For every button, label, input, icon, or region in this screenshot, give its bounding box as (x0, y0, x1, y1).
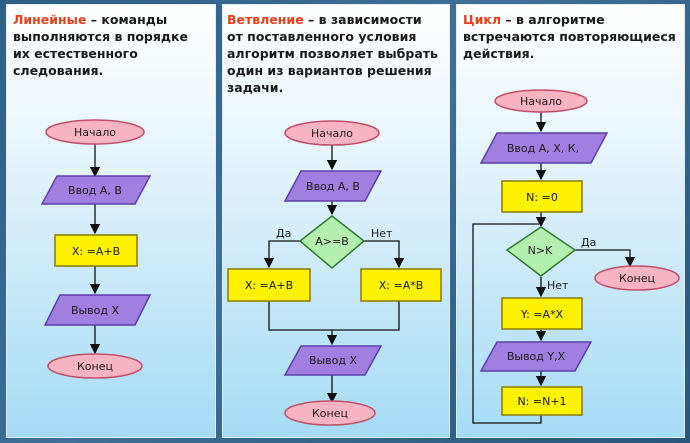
linear-description: Линейные – команды выполняются в порядке… (7, 11, 215, 79)
branching-yes-process-label: X: =A+B (245, 279, 293, 292)
branching-start-block: Начало (284, 120, 380, 146)
linear-start-block: Начало (45, 119, 145, 145)
loop-increment-label: N: =N+1 (517, 395, 566, 408)
loop-input-label: Ввод А, Х, К, (507, 142, 579, 155)
branching-no-process-label: X: =A*B (379, 279, 424, 292)
loop-condition-label: N>K (528, 244, 553, 257)
linear-end-block: Конец (47, 353, 143, 379)
linear-end-label: Конец (77, 360, 113, 373)
linear-process-label: X: =A+B (72, 245, 120, 258)
loop-input-block: Ввод А, Х, К, (479, 132, 609, 164)
loop-flowchart: Начало Ввод А, Х, К, N: =0 N>K Да Нет Ко… (472, 89, 680, 424)
loop-panel: Цикл – в алгоритме встречаются повторяющ… (456, 4, 685, 438)
branching-start-label: Начало (311, 127, 353, 140)
branching-flowchart: Начало Ввод А, В A>=B Да Нет X: =A+B X: … (227, 120, 442, 426)
linear-flowchart: Начало Ввод А, В X: =A+B Вывод Х Конец (40, 119, 152, 379)
loop-title: Цикл (463, 12, 501, 27)
loop-no-label: Нет (547, 279, 569, 292)
branching-input-label: Ввод А, В (306, 180, 360, 193)
branching-desc-text: – в зависимости от поставленного условия… (227, 12, 438, 95)
loop-end-label: Конец (619, 272, 655, 285)
loop-desc-text: – в алгоритме встречаются повторяющиеся … (463, 12, 676, 61)
branching-description: Ветвление – в зависимости от поставленно… (223, 11, 449, 96)
loop-init-label: N: =0 (526, 191, 558, 204)
branching-no-process-block: X: =A*B (360, 268, 442, 302)
linear-desc-text: – команды выполняются в порядке их естес… (13, 12, 188, 78)
loop-output-block: Вывод Y,X (479, 341, 593, 372)
loop-start-label: Начало (520, 95, 562, 108)
loop-description: Цикл – в алгоритме встречаются повторяющ… (457, 11, 684, 62)
branching-output-label: Вывод Х (309, 354, 358, 367)
linear-process-block: X: =A+B (54, 234, 138, 267)
linear-panel: Линейные – команды выполняются в порядке… (6, 4, 216, 438)
loop-init-block: N: =0 (501, 180, 583, 213)
linear-title: Линейные (13, 12, 87, 27)
branching-title: Ветвление (227, 12, 304, 27)
linear-input-block: Ввод А, В (40, 175, 152, 205)
branching-yes-process-block: X: =A+B (227, 268, 311, 302)
loop-yes-label: Да (581, 236, 596, 249)
loop-start-block: Начало (494, 89, 588, 113)
branching-end-block: Конец (284, 400, 376, 426)
branching-no-label: Нет (371, 227, 393, 240)
branching-output-block: Вывод Х (283, 345, 383, 376)
linear-output-label: Вывод Х (71, 304, 120, 317)
linear-output-block: Вывод Х (43, 294, 152, 326)
loop-body-block: Y: =A*X (501, 297, 583, 330)
loop-end-block: Конец (594, 265, 680, 291)
branching-panel: Ветвление – в зависимости от поставленно… (222, 4, 450, 438)
loop-output-label: Вывод Y,X (507, 350, 566, 363)
linear-input-label: Ввод А, В (68, 184, 122, 197)
branching-yes-label: Да (276, 227, 291, 240)
branching-input-block: Ввод А, В (283, 170, 383, 202)
branching-end-label: Конец (312, 407, 348, 420)
linear-start-label: Начало (74, 126, 116, 139)
branching-condition-label: A>=B (315, 235, 349, 248)
loop-body-label: Y: =A*X (520, 308, 564, 321)
loop-increment-block: N: =N+1 (501, 386, 583, 416)
branching-condition-block: A>=B (298, 215, 366, 269)
loop-condition-block: N>K (505, 226, 577, 277)
